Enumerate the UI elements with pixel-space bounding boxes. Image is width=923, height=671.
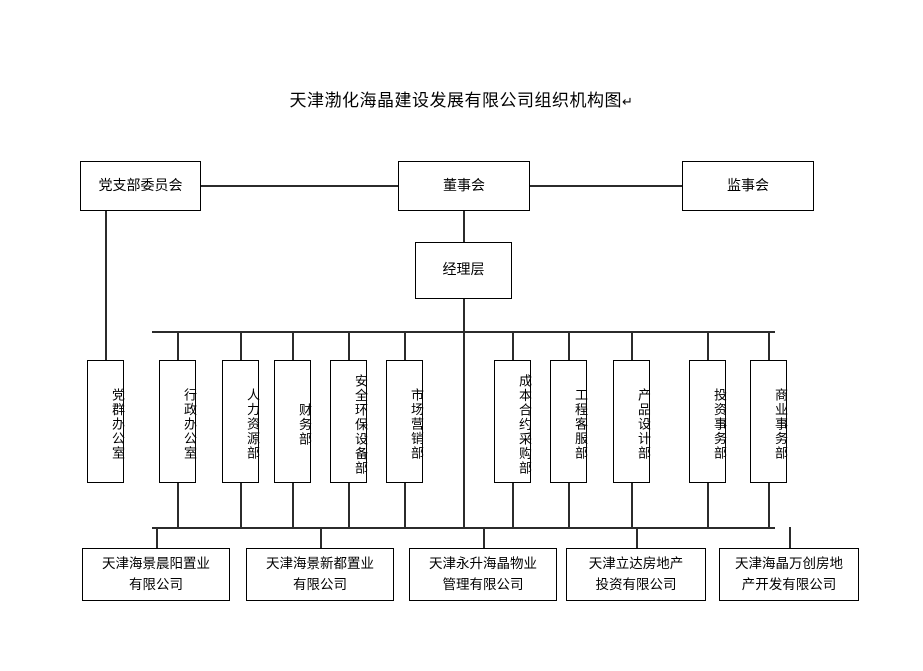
- node-haijing-xindu[interactable]: 天津海景新都置业 有限公司: [246, 548, 394, 601]
- page-title-text: 天津渤化海晶建设发展有限公司组织机构图: [289, 91, 623, 111]
- node-marketing[interactable]: 市场营销部: [386, 360, 423, 483]
- connector-subsidiary-bus-to-haijing-wanchuang: [789, 527, 791, 548]
- node-haijing-wanchuang-line2: 产开发有限公司: [741, 576, 837, 593]
- node-safety-environment-equipment-label: 安全环保设备部: [352, 373, 367, 476]
- connector-bus-to-human-resources: [240, 331, 242, 360]
- node-party-mass-office[interactable]: 党群办公室: [87, 360, 124, 483]
- node-party-mass-office-label: 党群办公室: [109, 388, 124, 461]
- connector-board-to-management: [463, 211, 465, 242]
- connector-subsidiary-bus-to-lida-real-estate: [636, 527, 638, 548]
- connector-bus-to-marketing: [404, 331, 406, 360]
- node-management-layer-label: 经理层: [442, 262, 485, 279]
- node-party-committee[interactable]: 党支部委员会: [80, 161, 201, 211]
- node-investment-affairs-label: 投资事务部: [711, 388, 726, 461]
- node-board-of-supervisors-label: 监事会: [727, 177, 769, 194]
- node-yongsheng-haijing[interactable]: 天津永升海晶物业 管理有限公司: [409, 548, 557, 601]
- node-board-of-directors-label: 董事会: [443, 177, 485, 194]
- connector-party-to-board: [201, 185, 398, 187]
- subsidiary-bus: [152, 527, 775, 529]
- paragraph-mark-icon: ↵: [622, 95, 634, 110]
- node-cost-contract-procurement-label: 成本合约采购部: [516, 373, 531, 476]
- node-yongsheng-haijing-line1: 天津永升海晶物业: [429, 555, 537, 572]
- page-title: 天津渤化海晶建设发展有限公司组织机构图↵: [0, 86, 923, 111]
- connector-subsidiary-bus-to-haijing-xindu: [320, 527, 322, 548]
- connector-finance-to-subsidiary-bus: [292, 483, 294, 527]
- node-board-of-directors[interactable]: 董事会: [398, 161, 530, 211]
- node-engineering-customer-service-label: 工程客服部: [572, 388, 587, 461]
- node-party-committee-label: 党支部委员会: [98, 177, 183, 194]
- node-haijing-wanchuang-line1: 天津海晶万创房地: [735, 555, 843, 572]
- connector-bus-to-safety-environment-equipment: [348, 331, 350, 360]
- node-management-layer[interactable]: 经理层: [415, 242, 512, 299]
- node-safety-environment-equipment[interactable]: 安全环保设备部: [330, 360, 367, 483]
- connector-safety-to-subsidiary-bus: [348, 483, 350, 527]
- connector-engineering-to-subsidiary-bus: [568, 483, 570, 527]
- node-human-resources-label: 人力资源部: [244, 388, 259, 461]
- node-cost-contract-procurement[interactable]: 成本合约采购部: [494, 360, 531, 483]
- node-product-design[interactable]: 产品设计部: [613, 360, 650, 483]
- connector-management-to-bus: [463, 299, 465, 529]
- node-finance[interactable]: 财务部: [274, 360, 311, 483]
- connector-commercial-to-subsidiary-bus: [768, 483, 770, 527]
- node-haijing-xindu-line1: 天津海景新都置业: [266, 555, 374, 572]
- node-human-resources[interactable]: 人力资源部: [222, 360, 259, 483]
- connector-bus-to-investment-affairs: [707, 331, 709, 360]
- node-yongsheng-haijing-line2: 管理有限公司: [442, 576, 524, 593]
- connector-administrative-office-to-subsidiary-bus: [177, 483, 179, 527]
- connector-bus-to-administrative-office: [177, 331, 179, 360]
- node-haijing-xindu-line2: 有限公司: [293, 576, 347, 593]
- connector-investment-to-subsidiary-bus: [707, 483, 709, 527]
- node-board-of-supervisors[interactable]: 监事会: [682, 161, 814, 211]
- node-finance-label: 财务部: [296, 402, 311, 447]
- connector-subsidiary-bus-to-yongsheng-haijing: [483, 527, 485, 548]
- node-marketing-label: 市场营销部: [408, 388, 423, 461]
- node-engineering-customer-service[interactable]: 工程客服部: [550, 360, 587, 483]
- node-lida-real-estate-line2: 投资有限公司: [595, 576, 677, 593]
- node-haijing-chenyang-line1: 天津海景晨阳置业: [102, 555, 210, 572]
- connector-bus-to-commercial-affairs: [768, 331, 770, 360]
- connector-cost-contract-to-subsidiary-bus: [512, 483, 514, 527]
- connector-subsidiary-bus-to-haijing-chenyang: [156, 527, 158, 548]
- connector-human-resources-to-subsidiary-bus: [240, 483, 242, 527]
- node-investment-affairs[interactable]: 投资事务部: [689, 360, 726, 483]
- node-commercial-affairs-label: 商业事务部: [772, 388, 787, 461]
- node-administrative-office-label: 行政办公室: [181, 388, 196, 461]
- node-lida-real-estate[interactable]: 天津立达房地产 投资有限公司: [566, 548, 706, 601]
- node-haijing-wanchuang[interactable]: 天津海晶万创房地 产开发有限公司: [719, 548, 859, 601]
- connector-marketing-to-subsidiary-bus: [404, 483, 406, 527]
- connector-party-to-party-mass-office: [105, 211, 107, 360]
- connector-product-design-to-subsidiary-bus: [631, 483, 633, 527]
- department-bus: [152, 331, 775, 333]
- connector-bus-to-engineering-customer-service: [568, 331, 570, 360]
- connector-bus-to-product-design: [631, 331, 633, 360]
- node-haijing-chenyang-line2: 有限公司: [129, 576, 183, 593]
- node-lida-real-estate-line1: 天津立达房地产: [588, 555, 684, 572]
- connector-bus-to-cost-contract-procurement: [512, 331, 514, 360]
- node-commercial-affairs[interactable]: 商业事务部: [750, 360, 787, 483]
- connector-board-to-supervisors: [530, 185, 682, 187]
- node-haijing-chenyang[interactable]: 天津海景晨阳置业 有限公司: [82, 548, 230, 601]
- node-product-design-label: 产品设计部: [635, 388, 650, 461]
- node-administrative-office[interactable]: 行政办公室: [159, 360, 196, 483]
- connector-bus-to-finance: [292, 331, 294, 360]
